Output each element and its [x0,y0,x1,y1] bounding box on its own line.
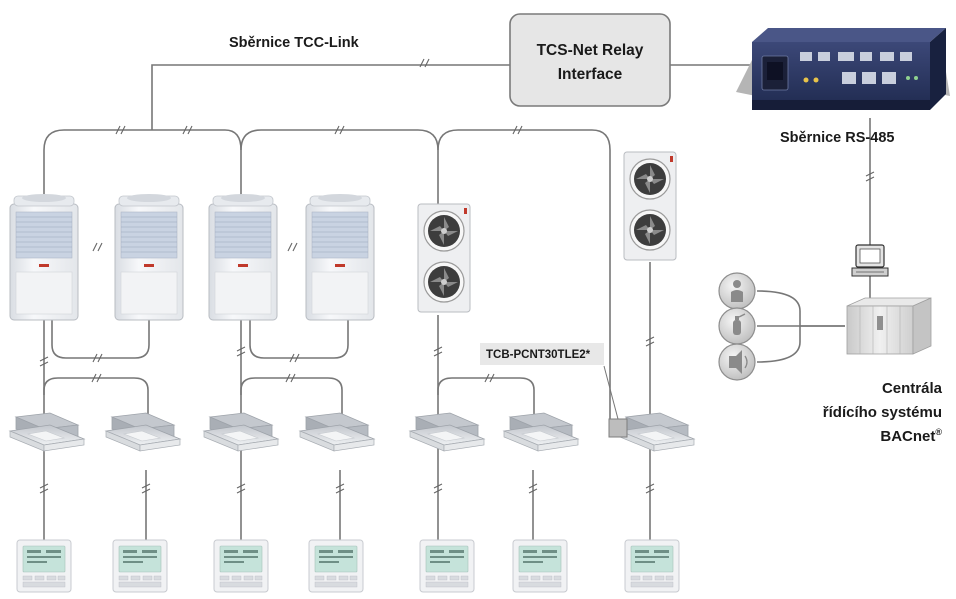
central-label-line1: Centrála [882,380,943,397]
relay-label-line2: Interface [558,66,623,83]
registered-mark: ® [935,427,942,437]
sensor-siren-icon [718,343,756,381]
remote-controller-icon [419,539,475,593]
cassette-unit-icon [619,412,695,452]
cassette-unit-icon [409,412,485,452]
remote-controller-icon [624,539,680,593]
tcc-link-wires [43,64,651,540]
outdoor-units [9,151,677,321]
remote-controller-icon [213,539,269,593]
part-number-label: TCB-PCNT30TLE2* [486,349,591,361]
sensor-person-icon [718,272,756,310]
pc-terminal-icon [851,244,889,277]
central-label-line2: řídícího systému [823,404,942,421]
cassette-unit-icon [203,412,279,452]
central-label-line3: BACnet® [880,427,942,445]
fan-outdoor-unit-icon [417,203,471,313]
relay-label-line1: TCS-Net Relay [537,42,644,59]
remote-controller-icon [16,539,72,593]
rs485-bus-label: Sběrnice RS-485 [780,130,894,146]
cassette-unit-icon [299,412,375,452]
adapter-box-icon [608,418,628,438]
vrf-outdoor-unit-icon [114,193,184,321]
vrf-outdoor-unit-icon [9,193,79,321]
remote-controller-icon [308,539,364,593]
cassette-unit-icon [105,412,181,452]
cassette-unit-icon [9,412,85,452]
remote-controllers [16,539,680,593]
indoor-units [9,412,695,452]
vrf-outdoor-unit-icon [305,193,375,321]
cassette-unit-icon [503,412,579,452]
sensor-extinguisher-icon [718,307,756,345]
remote-controller-icon [112,539,168,593]
relay-interface-box: TCS-Net Relay Interface [509,13,671,107]
part-number-callout: TCB-PCNT30TLE2* [480,343,604,365]
gateway-device-icon [736,28,950,110]
central-label-bacnet: BACnet [880,428,935,445]
rs485-wires [670,64,871,363]
fan-outdoor-unit-icon [623,151,677,261]
tcc-link-bus-label: Sběrnice TCC-Link [229,35,360,51]
remote-controller-icon [512,539,568,593]
vrf-outdoor-unit-icon [208,193,278,321]
bacnet-cabinet-icon [846,297,932,355]
